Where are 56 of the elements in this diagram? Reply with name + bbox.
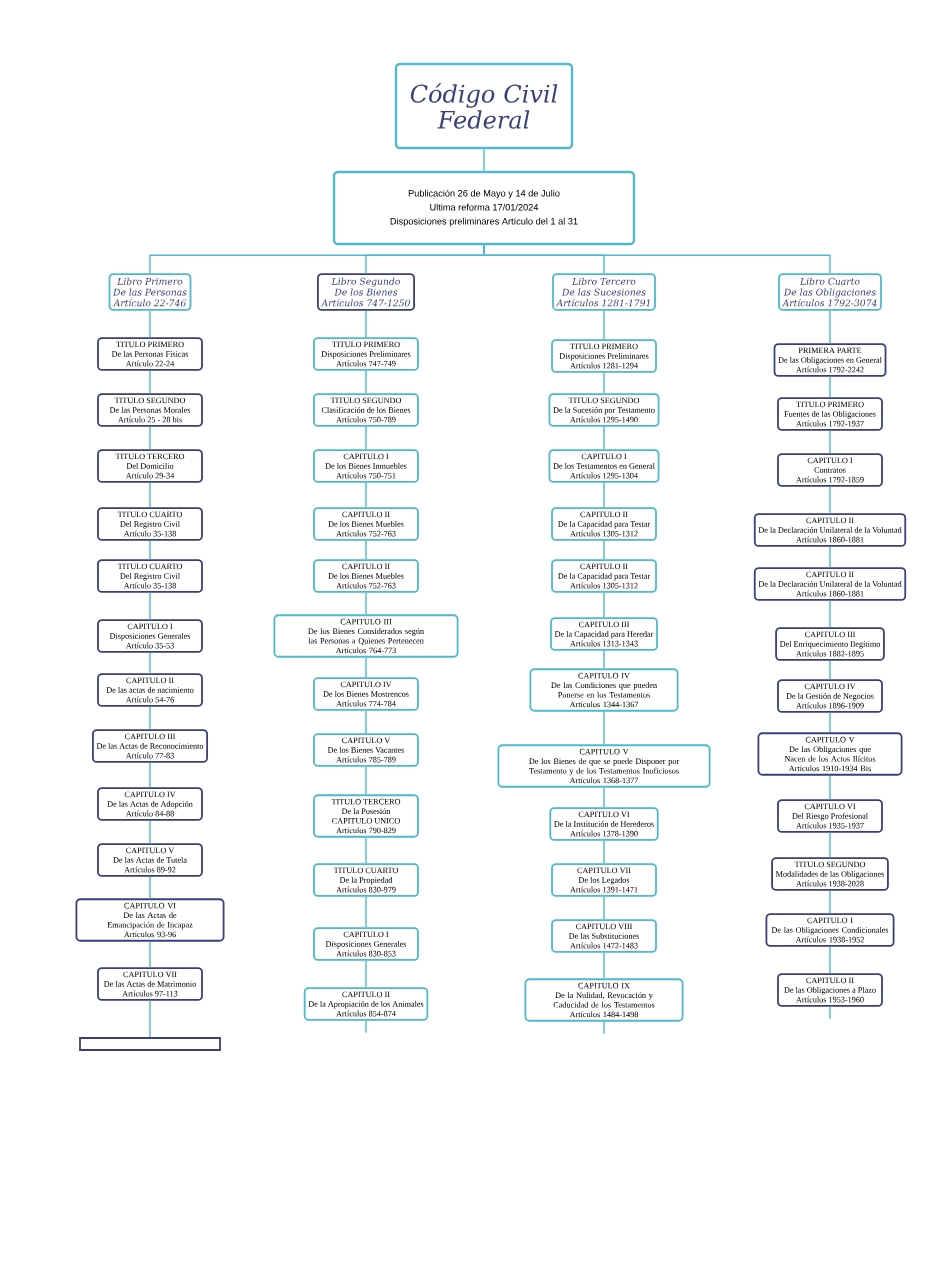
connector-line xyxy=(829,832,831,858)
connector-line xyxy=(365,836,367,864)
connector-line xyxy=(603,372,605,394)
connector-line xyxy=(603,592,605,618)
connector-line xyxy=(603,840,605,864)
connector-line xyxy=(829,376,831,398)
connector-line xyxy=(829,890,831,914)
connector-line xyxy=(829,712,831,734)
connector-line xyxy=(149,820,151,844)
connector-line xyxy=(149,940,151,968)
connector-line xyxy=(149,482,151,508)
connector-line xyxy=(829,600,831,628)
connector-line xyxy=(603,426,605,450)
connector-line xyxy=(603,650,605,670)
connector-line xyxy=(829,1006,831,1020)
connector-line xyxy=(603,710,605,746)
connector-line xyxy=(829,546,831,568)
connector-line xyxy=(365,656,367,678)
section-box xyxy=(79,1037,221,1051)
connector-line xyxy=(603,482,605,508)
connector-line xyxy=(603,896,605,920)
connector-line xyxy=(603,540,605,560)
connector-line xyxy=(483,148,485,172)
connector-line xyxy=(365,766,367,796)
connector-line xyxy=(603,952,605,980)
connector-line xyxy=(149,310,151,338)
connector-line xyxy=(365,370,367,394)
connector-line xyxy=(149,1000,151,1038)
connector-line xyxy=(829,774,831,800)
connector-line xyxy=(149,540,151,560)
connector-line xyxy=(365,426,367,450)
connector-line xyxy=(149,426,151,450)
connector-line xyxy=(149,592,151,620)
connector-line xyxy=(483,244,831,274)
connector-line xyxy=(365,1020,367,1034)
connector-line xyxy=(603,310,605,340)
connector-line xyxy=(829,310,831,344)
connector-line xyxy=(365,896,367,928)
connector-line xyxy=(365,310,367,338)
connector-line xyxy=(365,592,367,616)
connector-line xyxy=(149,652,151,674)
connector-line xyxy=(829,430,831,454)
title-box: Código Civil Federal xyxy=(394,62,574,150)
connector-line xyxy=(149,370,151,394)
connector-line xyxy=(829,486,831,514)
connector-line xyxy=(365,960,367,988)
connector-line xyxy=(365,710,367,734)
connector-line xyxy=(149,762,151,788)
connector-line xyxy=(149,876,151,900)
connector-line xyxy=(829,660,831,680)
connector-line xyxy=(829,946,831,974)
connector-line xyxy=(149,706,151,730)
connector-line xyxy=(365,540,367,560)
connector-line xyxy=(603,1020,605,1035)
connector-line xyxy=(365,482,367,508)
connector-line xyxy=(603,786,605,808)
